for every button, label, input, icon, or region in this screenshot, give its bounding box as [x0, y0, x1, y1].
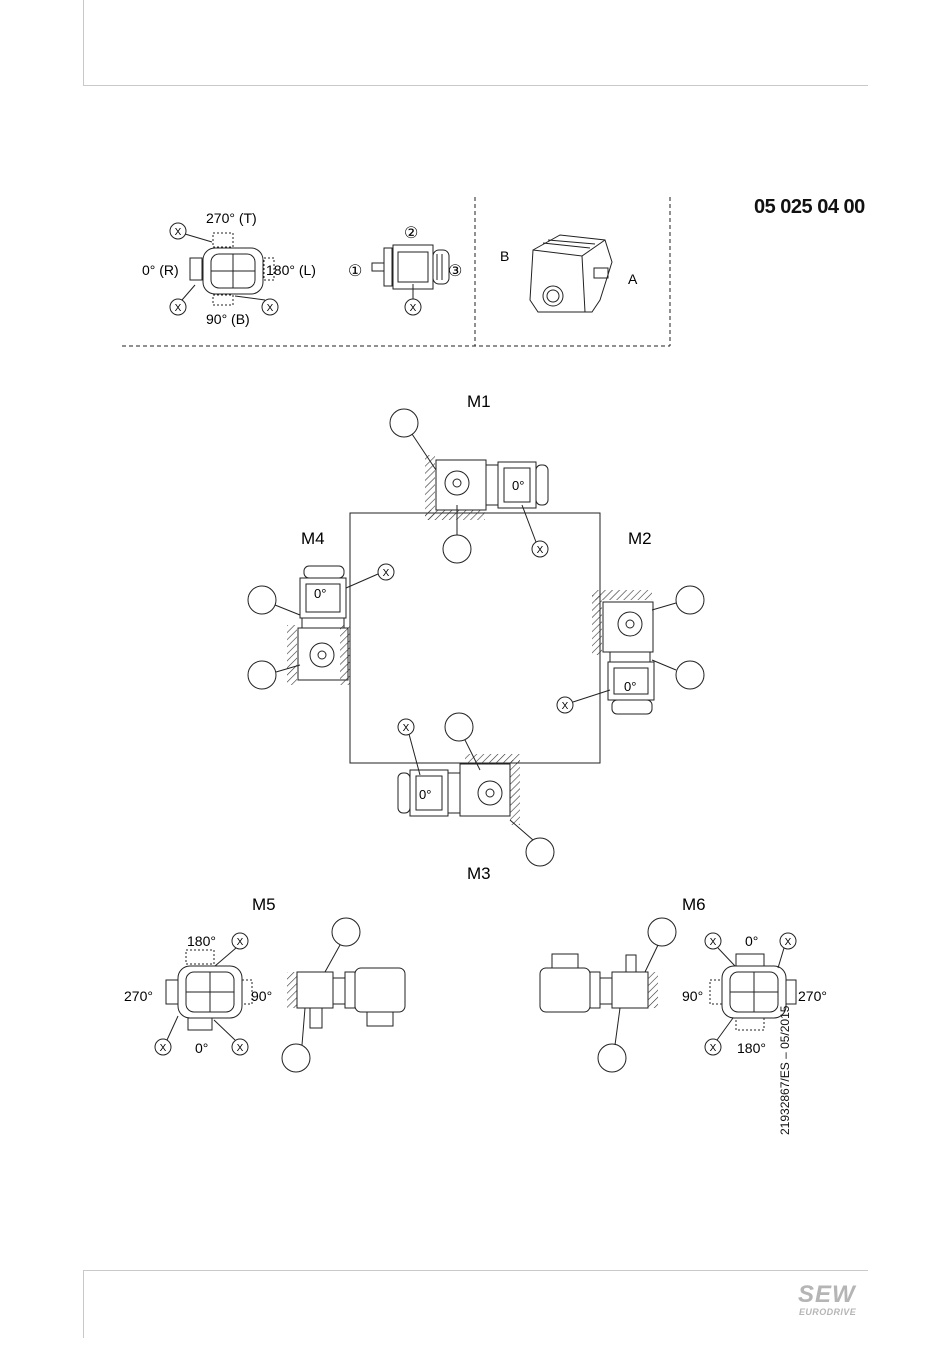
svg-text:X: X — [562, 701, 569, 712]
label-90-b: 90° (B) — [206, 311, 250, 327]
svg-text:X: X — [710, 1043, 717, 1054]
svg-text:X: X — [383, 568, 390, 579]
label-terminal-3: ③ — [448, 263, 462, 280]
label-m2: M2 — [628, 529, 652, 548]
m2-motor-angle: 0° — [624, 679, 636, 694]
svg-text:X: X — [237, 1043, 244, 1054]
terminal-numbered-drawing — [372, 245, 449, 289]
svg-text:X: X — [710, 937, 717, 948]
logo-sub: EURODRIVE — [799, 1307, 856, 1317]
mounting-surface-square — [350, 513, 600, 763]
svg-text:X: X — [175, 303, 182, 314]
svg-text:X: X — [403, 723, 410, 734]
m6-angle-top: 0° — [745, 933, 758, 949]
m6-angle-left: 90° — [682, 988, 703, 1004]
label-side-a: A — [628, 271, 638, 287]
side-document-code: 21932867/ES – 05/2015 — [778, 895, 796, 1135]
svg-text:X: X — [175, 227, 182, 238]
m5-angle-top: 180° — [187, 933, 216, 949]
svg-text:X: X — [237, 937, 244, 948]
m3-gearmotor — [398, 754, 520, 825]
m2-gearmotor — [592, 590, 654, 714]
m4-gearmotor — [287, 566, 350, 685]
label-180-l: 180° (L) — [266, 262, 316, 278]
breather-x-marks: X X X X X X X X X X X X X X — [160, 227, 792, 1054]
label-m1: M1 — [467, 392, 491, 411]
label-m4: M4 — [301, 529, 325, 548]
label-m5: M5 — [252, 895, 276, 914]
label-side-b: B — [500, 248, 509, 264]
svg-text:X: X — [267, 303, 274, 314]
m5-terminal-positions — [166, 950, 252, 1030]
label-terminal-1: ① — [348, 263, 362, 280]
svg-text:X: X — [410, 303, 417, 314]
m5-angle-bottom: 0° — [195, 1040, 208, 1056]
m1-motor-angle: 0° — [512, 478, 524, 493]
breather-symbols — [155, 223, 796, 1072]
label-0-r: 0° (R) — [142, 262, 179, 278]
label-m3: M3 — [467, 864, 491, 883]
sew-eurodrive-logo: SEW EURODRIVE — [798, 1283, 868, 1319]
svg-text:X: X — [160, 1043, 167, 1054]
m4-motor-angle: 0° — [314, 586, 326, 601]
m1-gearmotor — [425, 455, 548, 520]
m6-angle-bottom: 180° — [737, 1040, 766, 1056]
m6-angle-right: 270° — [798, 988, 827, 1004]
m3-motor-angle: 0° — [419, 787, 431, 802]
m5-angle-right: 90° — [251, 988, 272, 1004]
label-terminal-2: ② — [404, 225, 418, 242]
label-270-t: 270° (T) — [206, 210, 257, 226]
iso-gearbox-drawing — [530, 235, 612, 312]
legend-box — [122, 197, 670, 346]
label-m6: M6 — [682, 895, 706, 914]
logo-main: SEW — [798, 1283, 856, 1307]
m5-side-view — [287, 968, 405, 1028]
m6-side-view — [540, 954, 658, 1012]
m5-angle-left: 270° — [124, 988, 153, 1004]
terminal-box-position-drawing — [190, 233, 274, 305]
svg-text:X: X — [537, 545, 544, 556]
